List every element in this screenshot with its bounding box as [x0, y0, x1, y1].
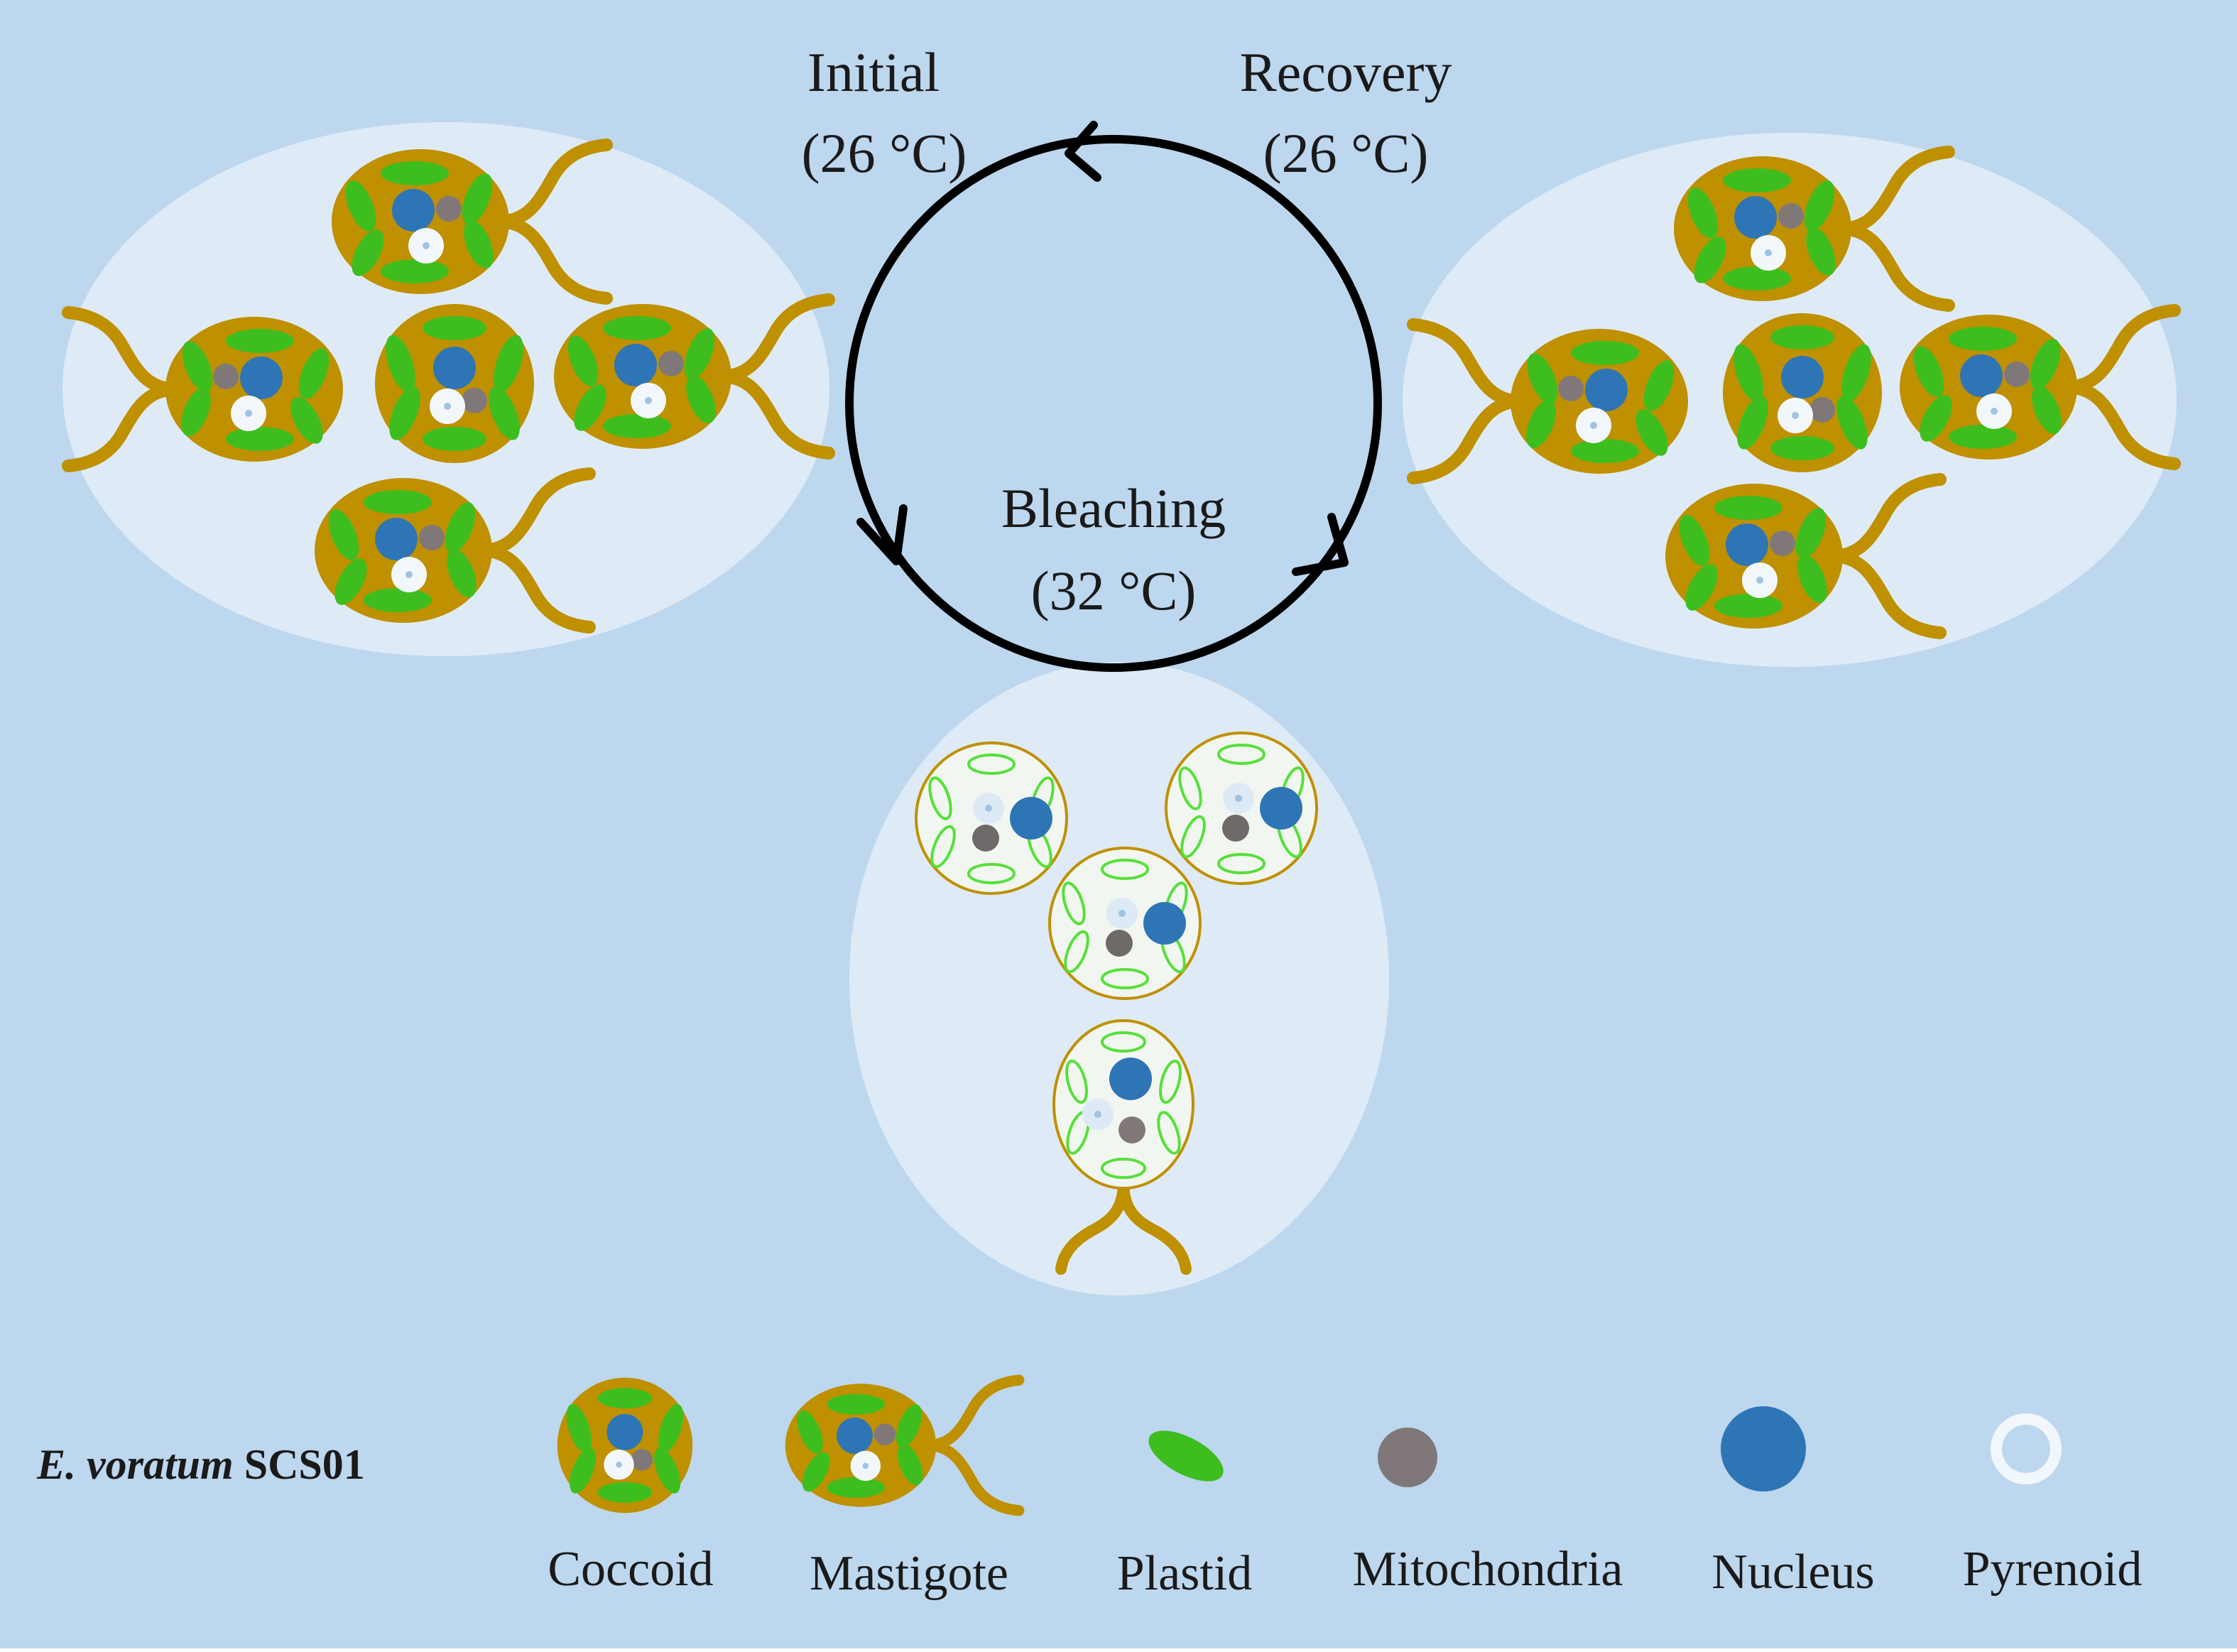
legend: E. voratum SCS01 Coccoid Mastigote Plast…: [36, 1378, 2142, 1601]
cycle-circle: [845, 135, 1382, 672]
legend-label-plastid: Plastid: [1117, 1546, 1253, 1601]
legend-label-nucleus: Nucleus: [1711, 1545, 1874, 1599]
initial-temp: (26 °C): [802, 122, 967, 184]
legend-label-mitochondria: Mitochondria: [1352, 1542, 1623, 1597]
bleached-coccoid-cell: [1165, 732, 1318, 885]
recovery-temp: (26 °C): [1263, 122, 1429, 184]
species-strain: SCS01: [234, 1441, 365, 1488]
recovery-label: Recovery: [1240, 41, 1452, 103]
legend-label-mastigote: Mastigote: [810, 1546, 1008, 1601]
bleached-coccoid-cell: [1048, 847, 1202, 1000]
legend-species-name: E. voratum SCS01: [36, 1441, 365, 1488]
legend-label-coccoid: Coccoid: [548, 1542, 713, 1597]
species-italic: E. voratum: [36, 1441, 234, 1488]
coccoid-cell: [375, 304, 534, 463]
arrowhead-left-icon: [856, 504, 908, 565]
coccoid-icon: [557, 1377, 693, 1514]
pyrenoid-icon: [1991, 1413, 2062, 1484]
bleaching-label: Bleaching: [1001, 477, 1226, 539]
cycle-arrow: [845, 121, 1382, 672]
plastid-icon: [1148, 1430, 1224, 1482]
bleached-coccoid-cell: [915, 741, 1068, 895]
arrowhead-top-icon: [1065, 121, 1101, 182]
coccoid-cell: [1723, 313, 1882, 472]
mitochondria-icon: [1378, 1428, 1437, 1487]
nucleus-icon: [1721, 1406, 1806, 1491]
bleaching-temp: (32 °C): [1031, 560, 1197, 621]
arrowhead-right-icon: [1292, 513, 1349, 576]
initial-label: Initial: [807, 41, 940, 103]
legend-label-pyrenoid: Pyrenoid: [1963, 1542, 2143, 1597]
